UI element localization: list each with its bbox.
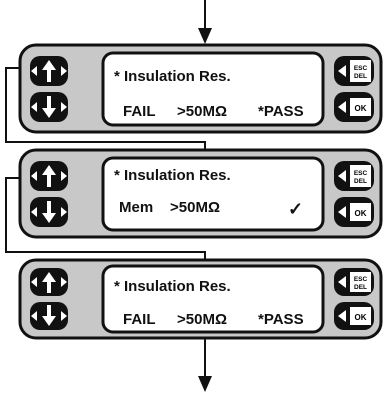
- ok-icon: OK: [355, 104, 367, 113]
- ok-button[interactable]: OK: [334, 302, 374, 330]
- connector-panel2-to-panel3: [5, 177, 206, 260]
- left-arrow-icon: [338, 206, 346, 218]
- down-arrow-icon: [42, 96, 56, 118]
- right-arrow-icon: [61, 102, 67, 112]
- up-arrow-icon: [42, 165, 56, 187]
- down-button[interactable]: [30, 92, 68, 122]
- device-panel-1: * Insulation Res. FAIL >50MΩ *PASS ESC D…: [18, 43, 383, 134]
- ok-button[interactable]: OK: [334, 197, 374, 227]
- device-panel-3: * Insulation Res. FAIL >50MΩ *PASS ESC D…: [18, 258, 383, 340]
- left-arrow-icon: [31, 311, 37, 321]
- screen-row-value: >50MΩ: [177, 103, 227, 120]
- right-arrow-icon: [61, 277, 67, 287]
- esc-del-icon-label: DEL: [354, 178, 367, 185]
- screen-row-value: >50MΩ: [170, 199, 220, 216]
- esc-button[interactable]: ESC DEL: [334, 56, 374, 86]
- right-arrow-icon: [61, 311, 67, 321]
- ok-button[interactable]: OK: [334, 92, 374, 122]
- down-arrow-icon: [42, 201, 56, 223]
- left-arrow-icon: [31, 171, 37, 181]
- up-button[interactable]: [30, 56, 68, 86]
- lcd-screen: [101, 51, 325, 127]
- left-arrow-icon: [338, 170, 346, 182]
- down-button[interactable]: [30, 197, 68, 227]
- right-arrow-icon: [61, 171, 67, 181]
- screen-title: * Insulation Res.: [114, 278, 231, 295]
- lcd-screen: [101, 156, 325, 232]
- up-arrow-icon: [42, 272, 56, 293]
- down-button[interactable]: [30, 302, 68, 330]
- screen-row-value: >50MΩ: [177, 311, 227, 328]
- flow-arrow-bottom: [198, 338, 212, 392]
- left-arrow-icon: [31, 207, 37, 217]
- checkmark-icon: ✓: [288, 199, 303, 219]
- esc-del-icon: ESC: [354, 65, 368, 72]
- left-arrow-icon: [31, 66, 37, 76]
- up-arrow-icon: [42, 60, 56, 82]
- device-panel-2: * Insulation Res. Mem >50MΩ ✓ ESC DEL OK: [18, 148, 383, 239]
- right-arrow-icon: [61, 207, 67, 217]
- screen-row-left: FAIL: [123, 311, 156, 328]
- screen-row-left: FAIL: [123, 103, 156, 120]
- left-arrow-icon: [338, 276, 346, 288]
- esc-del-icon-label: DEL: [354, 284, 367, 291]
- esc-del-icon: ESC: [354, 276, 368, 283]
- lcd-screen: [101, 264, 325, 334]
- up-button[interactable]: [30, 268, 68, 296]
- connector-panel1-to-panel2: [5, 67, 206, 150]
- flow-arrow-top: [198, 0, 212, 44]
- left-arrow-icon: [31, 102, 37, 112]
- up-button[interactable]: [30, 161, 68, 191]
- down-arrow-icon: [42, 305, 56, 326]
- esc-button[interactable]: ESC DEL: [334, 161, 374, 191]
- left-arrow-icon: [338, 65, 346, 77]
- left-arrow-icon: [338, 101, 346, 113]
- ok-icon: OK: [355, 313, 367, 322]
- screen-row-right: *PASS: [258, 311, 304, 328]
- screen-title: * Insulation Res.: [114, 68, 231, 85]
- ok-icon: OK: [355, 209, 367, 218]
- right-arrow-icon: [61, 66, 67, 76]
- esc-del-icon: ESC: [354, 170, 368, 177]
- screen-row-left: Mem: [119, 199, 153, 216]
- esc-button[interactable]: ESC DEL: [334, 268, 374, 296]
- screen-title: * Insulation Res.: [114, 167, 231, 184]
- screen-row-right: *PASS: [258, 103, 304, 120]
- left-arrow-icon: [338, 310, 346, 322]
- esc-del-icon-label: DEL: [354, 73, 367, 80]
- left-arrow-icon: [31, 277, 37, 287]
